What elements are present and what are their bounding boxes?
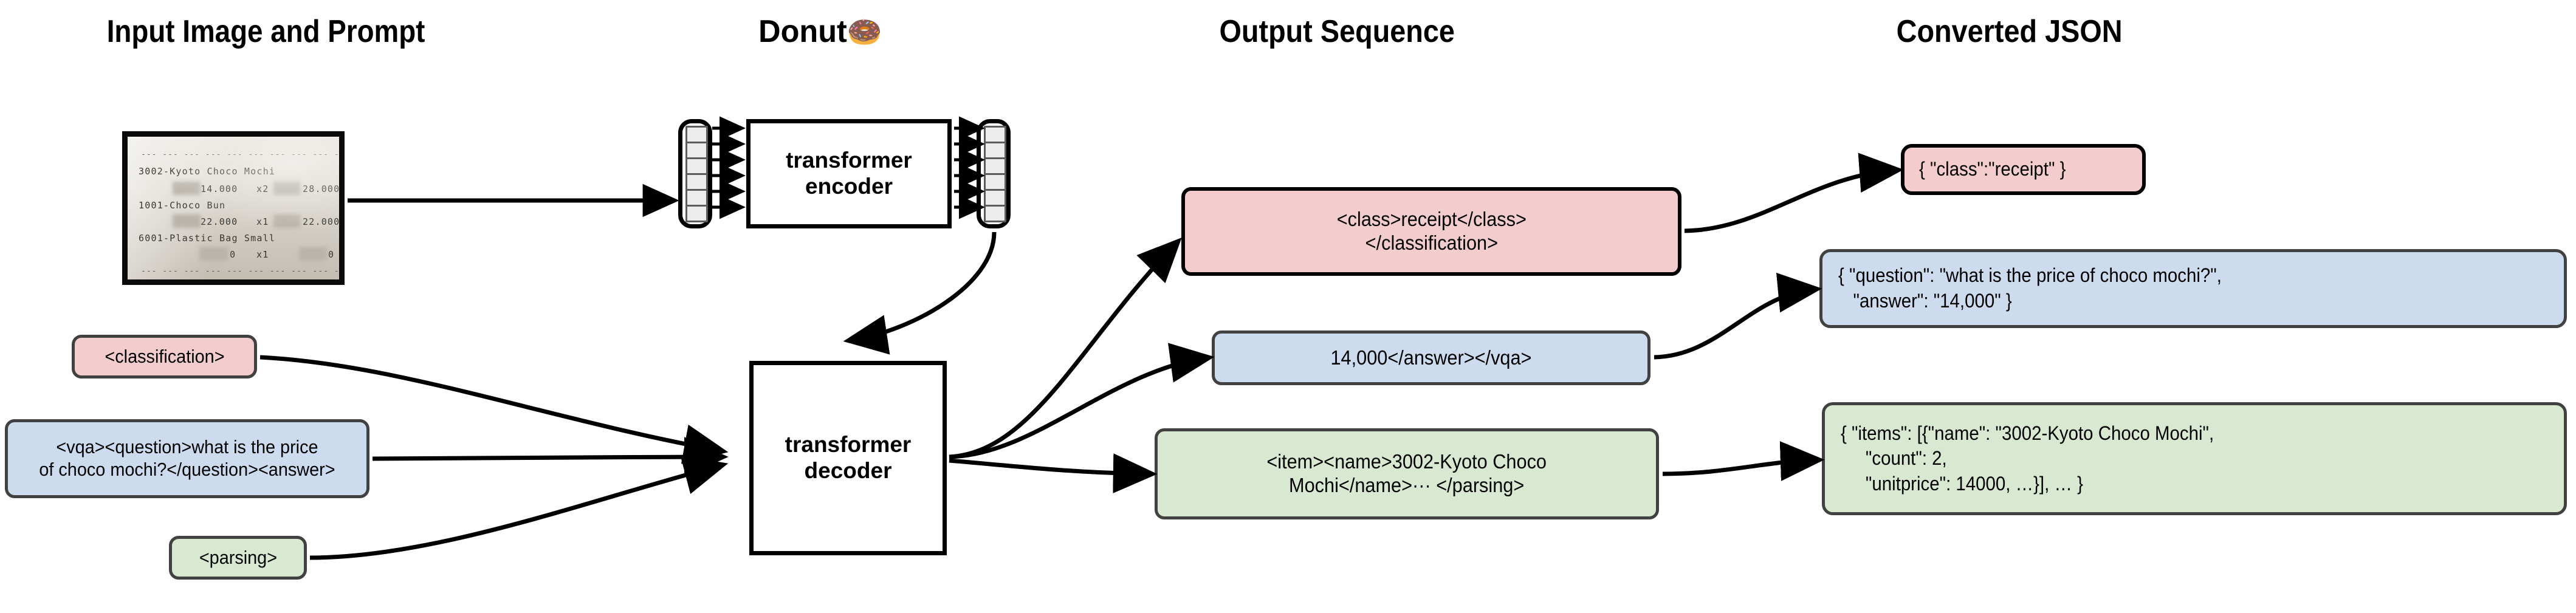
prompt-box-vqa[interactable]: <vqa><question>what is the price of choc… [5, 419, 369, 498]
donut-icon: 🍩 [847, 16, 882, 49]
encoder-input-token [685, 205, 708, 222]
arrow-vqa-to-decoder [372, 437, 729, 477]
receipt-top-rule: --- --- --- --- --- --- --- --- --- --- … [141, 150, 345, 159]
encoder-input-token-lane [678, 119, 712, 228]
arrow-parsing-to-decoder [309, 455, 729, 560]
arrow-encoder-to-decoder [843, 231, 997, 355]
receipt-item-count-1: x2 [256, 183, 269, 194]
arrow-output-to-json-items [1662, 441, 1825, 481]
receipt-item-unit-3: 0 [230, 249, 236, 260]
receipt-item-name-2: 1001-Choco Bun [139, 200, 226, 211]
page-title-input-image-and-prompt: Input Image and Prompt [106, 14, 425, 49]
json-box-classification-text: { "class":"receipt" } [1919, 158, 2066, 180]
arrow-output-to-json-vqa [1654, 272, 1822, 360]
prompt-box-parsing[interactable]: <parsing> [169, 536, 307, 580]
json-box-items[interactable]: { "items": [{"name": "3002-Kyoto Choco M… [1822, 402, 2567, 515]
arrow-tokens-out-of-encoder [954, 116, 986, 219]
output-box-item[interactable]: <item><name>3002-Kyoto Choco Mochi</name… [1155, 428, 1659, 519]
arrow-tokens-into-encoder [712, 116, 746, 219]
prompt-box-vqa-label: <vqa><question>what is the price of choc… [39, 436, 335, 480]
output-box-answer-label: 14,000</answer></vqa> [1330, 346, 1532, 369]
receipt-redaction-2 [173, 214, 201, 228]
output-box-item-label: <item><name>3002-Kyoto Choco Mochi</name… [1266, 450, 1547, 496]
receipt-redaction-3 [199, 247, 228, 261]
receipt-item-unit-1: 14.000 [201, 183, 238, 194]
transformer-decoder-block: transformer decoder [749, 361, 947, 555]
output-box-classification-label: <class>receipt</class> </classification> [1336, 208, 1527, 254]
receipt-item-total-3: 0 [328, 249, 335, 260]
prompt-box-classification-label: <classification> [104, 345, 225, 367]
arrow-output-to-json-classification [1684, 152, 1904, 233]
encoder-input-token [685, 157, 708, 175]
receipt-item-total-1: 28.000 [303, 183, 340, 194]
encoder-input-token [685, 126, 708, 143]
json-box-vqa-text: { "question": "what is the price of choc… [1838, 264, 2222, 312]
receipt-item-name-3: 6001-Plastic Bag Small [139, 233, 276, 244]
donut-title-text: Donut [758, 14, 847, 49]
receipt-item-count-2: x1 [256, 216, 269, 227]
page-title-converted-json: Converted JSON [1896, 14, 2123, 49]
receipt-redaction-5 [273, 214, 300, 228]
transformer-decoder-label: transformer decoder [785, 432, 912, 483]
transformer-encoder-label: transformer encoder [786, 148, 912, 199]
receipt-item-total-2: 22.000 [303, 216, 340, 227]
receipt-item-name-1: 3002-Kyoto Choco Mochi [139, 166, 276, 177]
arrow-decoder-to-output-answer [949, 343, 1215, 459]
receipt-bottom-rule: --- --- --- --- --- --- --- --- --- --- … [141, 267, 345, 276]
prompt-box-classification[interactable]: <classification> [72, 335, 257, 378]
receipt-redaction-1 [173, 182, 201, 195]
receipt-redaction-6 [299, 247, 327, 261]
json-box-vqa[interactable]: { "question": "what is the price of choc… [1819, 249, 2567, 328]
arrow-decoder-to-output-classification [949, 237, 1182, 459]
page-title-donut: Donut🍩 [758, 13, 882, 50]
receipt-item-count-3: x1 [256, 249, 269, 260]
output-box-answer[interactable]: 14,000</answer></vqa> [1212, 330, 1650, 385]
transformer-encoder-block: transformer encoder [746, 119, 952, 228]
receipt-redaction-4 [273, 182, 300, 195]
receipt-item-unit-2: 22.000 [201, 216, 238, 227]
page-title-output-sequence: Output Sequence [1219, 14, 1455, 49]
prompt-box-parsing-label: <parsing> [199, 546, 277, 568]
json-box-items-text: { "items": [{"name": "3002-Kyoto Choco M… [1841, 422, 2214, 495]
arrow-classification-to-decoder [259, 355, 729, 464]
arrow-decoder-to-output-item [949, 453, 1158, 493]
output-box-classification[interactable]: <class>receipt</class> </classification> [1181, 187, 1681, 276]
